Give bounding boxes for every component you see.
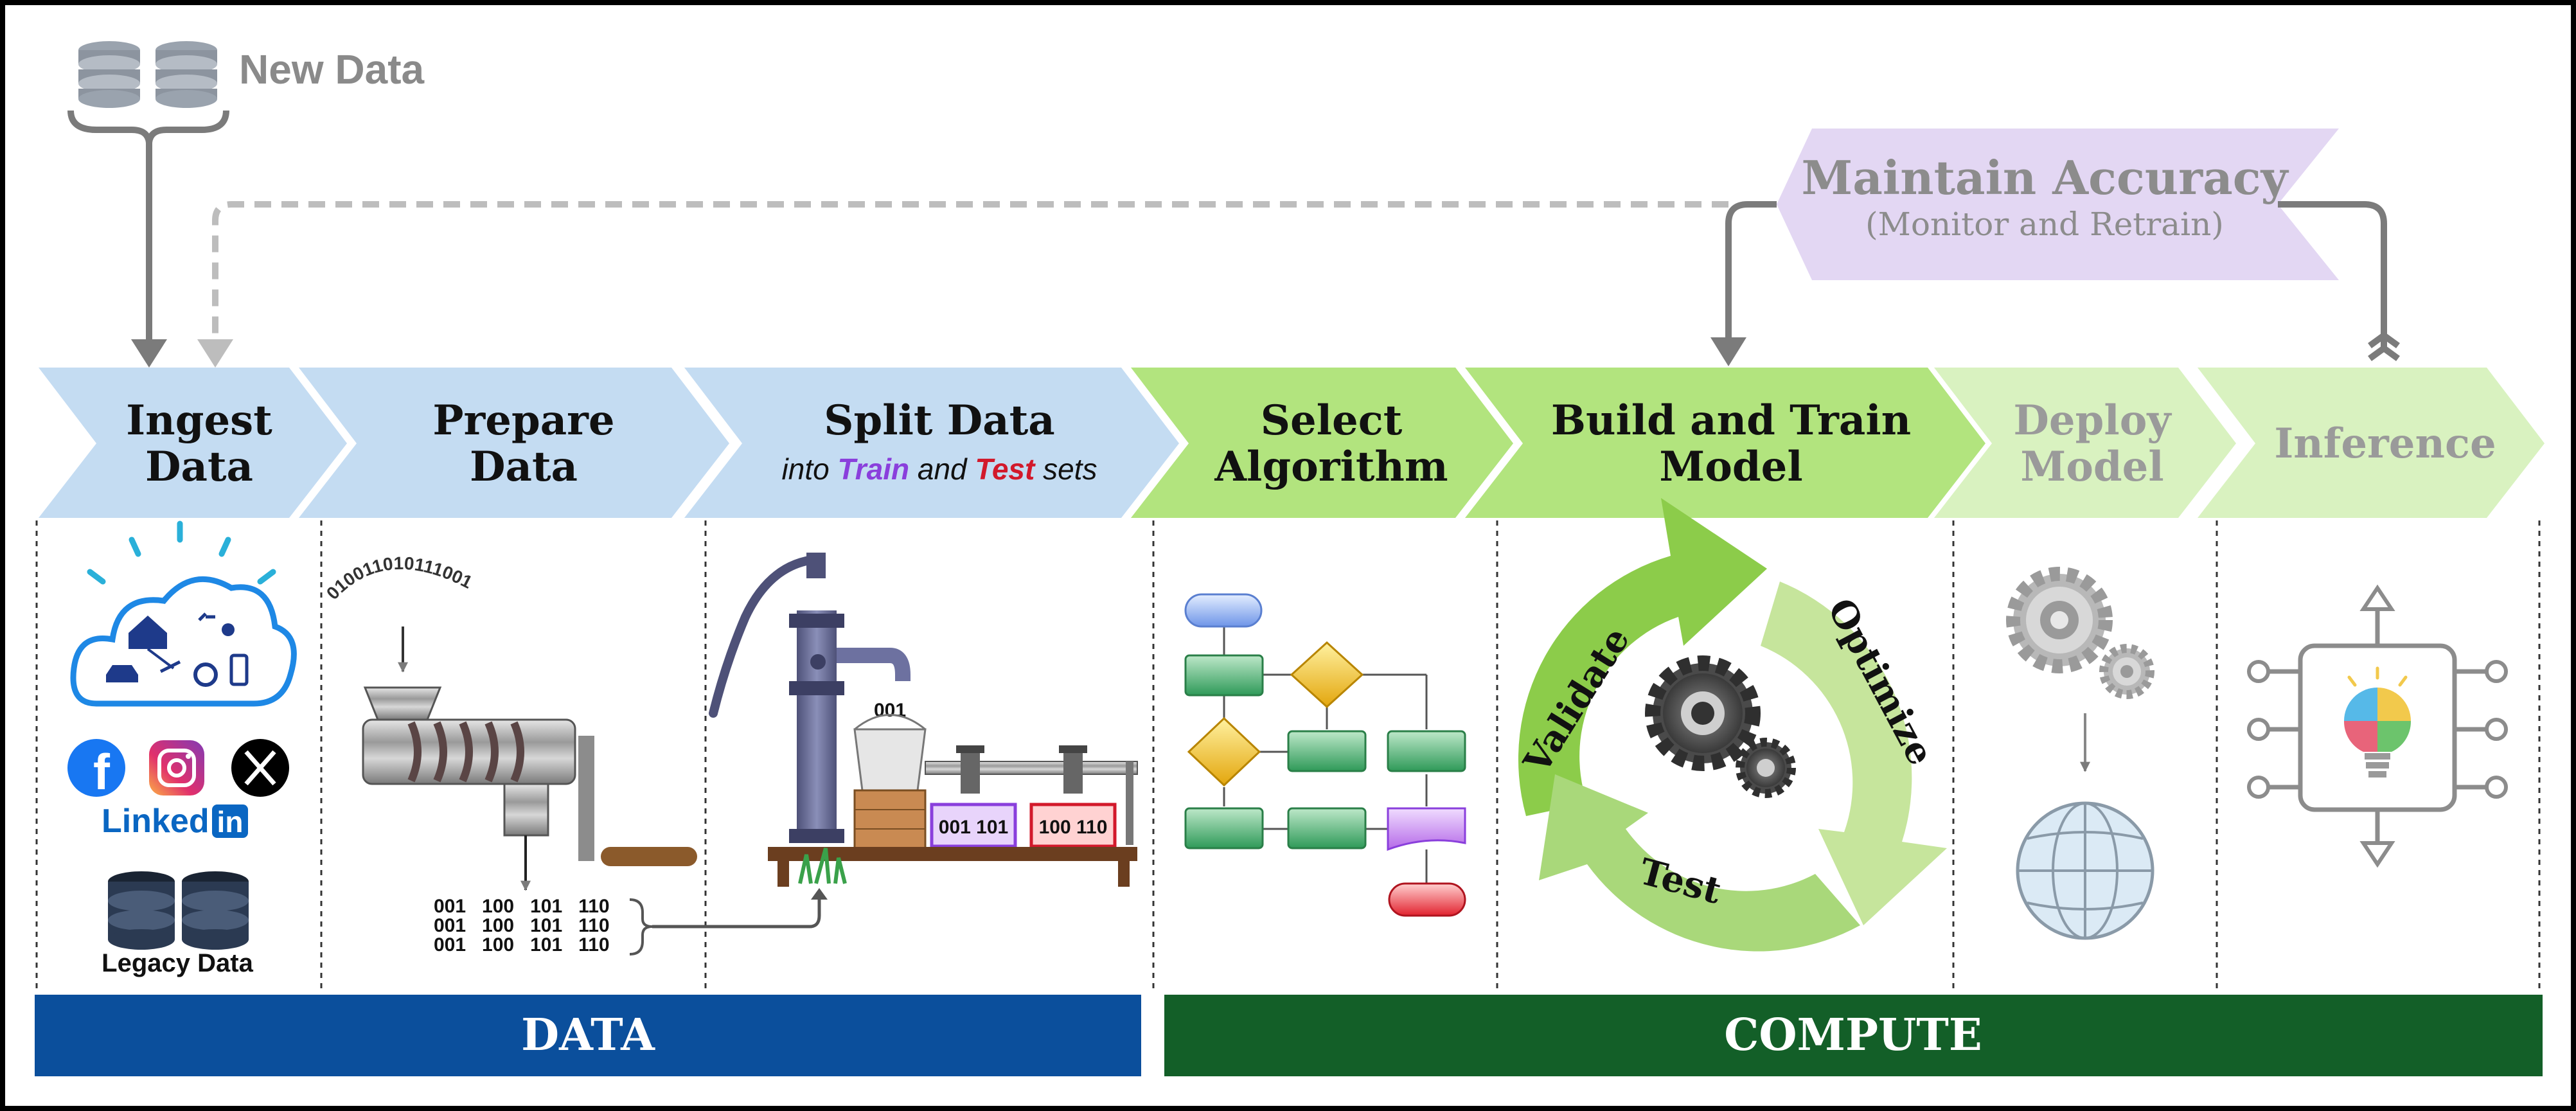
split-sub-mid: and	[909, 452, 975, 486]
step-ingest-line1: Ingest	[126, 396, 272, 445]
x-icon	[231, 739, 289, 797]
from-inference-arrow	[2368, 331, 2400, 362]
facebook-icon: f	[67, 739, 125, 800]
split-pipe	[925, 745, 1138, 845]
train-box-label: 001 101	[939, 817, 1008, 838]
step-ingest-line2: Data	[145, 443, 253, 491]
bucket-icon	[853, 714, 927, 849]
step-select-line2: Algorithm	[1214, 443, 1448, 491]
chevron-prepare	[299, 368, 729, 518]
gear-icon	[2006, 567, 2113, 673]
grinder-icon	[362, 686, 697, 866]
globe-icon	[2016, 801, 2154, 940]
prepared-bits: 001 100 101 110 001 100 101 110 001 100 …	[434, 896, 610, 955]
bucket-label: 001	[874, 700, 906, 721]
split-pump: 001 001 101 100 110	[709, 553, 1138, 887]
compute-bar: COMPUTE	[1164, 995, 2543, 1076]
ingest-sources: f Linked in	[67, 520, 297, 977]
linkedin-in: in	[217, 805, 244, 839]
step-deploy-line1: Deploy	[2013, 396, 2172, 445]
step-prepare-line2: Data	[470, 443, 578, 491]
database-icon	[108, 871, 175, 950]
test-box-label: 100 110	[1039, 817, 1108, 838]
split-sub-suffix: sets	[1035, 452, 1097, 486]
split-sub-test: Test	[975, 452, 1036, 486]
train-box: 001 101	[930, 803, 1017, 848]
legacy-data-label: Legacy Data	[102, 949, 253, 977]
prepared-row-1: 001 100 101 110	[434, 896, 610, 917]
optimize-arrow	[1761, 582, 1947, 925]
linkedin-text: Linked	[102, 803, 209, 840]
test-box: 100 110	[1029, 803, 1117, 848]
step-build-line1: Build and Train	[1551, 396, 1911, 445]
step-split-line1: Split Data	[824, 396, 1054, 445]
prepared-row-3: 001 100 101 110	[434, 934, 610, 955]
split-sub-prefix: into	[782, 452, 838, 486]
database-icon	[78, 41, 140, 108]
chevron-labels: Ingest Data Prepare Data Split Data into…	[126, 396, 2496, 491]
to-build-arrow	[1710, 337, 1746, 366]
pipeline-chevrons	[39, 368, 2545, 518]
step-split-subtitle: into Train and Test sets	[782, 452, 1097, 486]
validate-arrow	[1518, 498, 1767, 816]
gear-icon	[2099, 644, 2154, 699]
linkedin-icon: Linked in	[102, 803, 248, 840]
new-data-label: New Data	[239, 46, 425, 93]
step-prepare-line1: Prepare	[432, 396, 614, 445]
step-deploy-line2: Model	[2020, 443, 2163, 491]
lightbulb-chip-icon	[2247, 584, 2508, 868]
instagram-icon	[149, 740, 204, 795]
compute-bar-label: COMPUTE	[1724, 1009, 1982, 1061]
data-bar: DATA	[35, 995, 1141, 1076]
chevron-split	[684, 368, 1179, 518]
water-pump-icon	[709, 553, 910, 843]
deploy-model	[2006, 567, 2154, 940]
chevron-inference	[2198, 368, 2545, 518]
step-select-line1: Select	[1261, 396, 1403, 445]
svg-text:f: f	[93, 743, 111, 800]
to-pump-arrow	[811, 888, 828, 900]
chevron-deploy	[1934, 368, 2236, 518]
lightbulb-icon	[2343, 666, 2412, 778]
new-data-sources: New Data	[67, 41, 425, 368]
gear-icon	[1736, 738, 1796, 798]
maintain-accuracy-banner: Maintain Accuracy (Monitor and Retrain)	[1710, 129, 2400, 366]
database-icon	[155, 41, 217, 108]
test-arrow	[1539, 774, 1860, 952]
chevron-ingest	[39, 368, 347, 518]
step-build-line2: Model	[1659, 443, 1802, 491]
gear-icon	[1645, 655, 1761, 771]
prepared-row-2: 001 100 101 110	[434, 915, 610, 936]
cloud-icon	[70, 520, 297, 707]
wooden-bench	[768, 847, 1137, 887]
chevron-build	[1465, 368, 1985, 518]
split-sub-train: Train	[837, 452, 909, 486]
chevron-select	[1131, 368, 1513, 518]
flowchart-icon	[1184, 593, 1466, 917]
database-icon	[182, 871, 249, 950]
step-inference-line1: Inference	[2274, 420, 2496, 468]
maintain-title: Maintain Accuracy	[1802, 150, 2289, 205]
data-bar-label: DATA	[521, 1009, 655, 1061]
maintain-subtitle: (Monitor and Retrain)	[1865, 206, 2224, 243]
retrain-loop-arrow	[197, 201, 1728, 368]
column-dividers	[35, 520, 2541, 993]
